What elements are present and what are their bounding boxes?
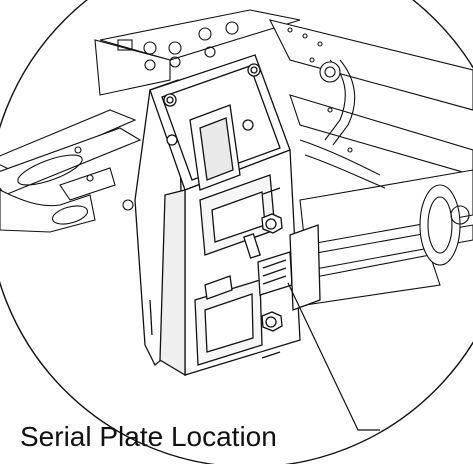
callout-leader-line bbox=[287, 282, 380, 431]
hitch-bracket bbox=[134, 54, 321, 377]
background-frame-linework bbox=[0, 9, 473, 306]
bolt-heads bbox=[163, 63, 283, 332]
serial-plate-location-label: Serial Plate Location bbox=[20, 421, 277, 452]
